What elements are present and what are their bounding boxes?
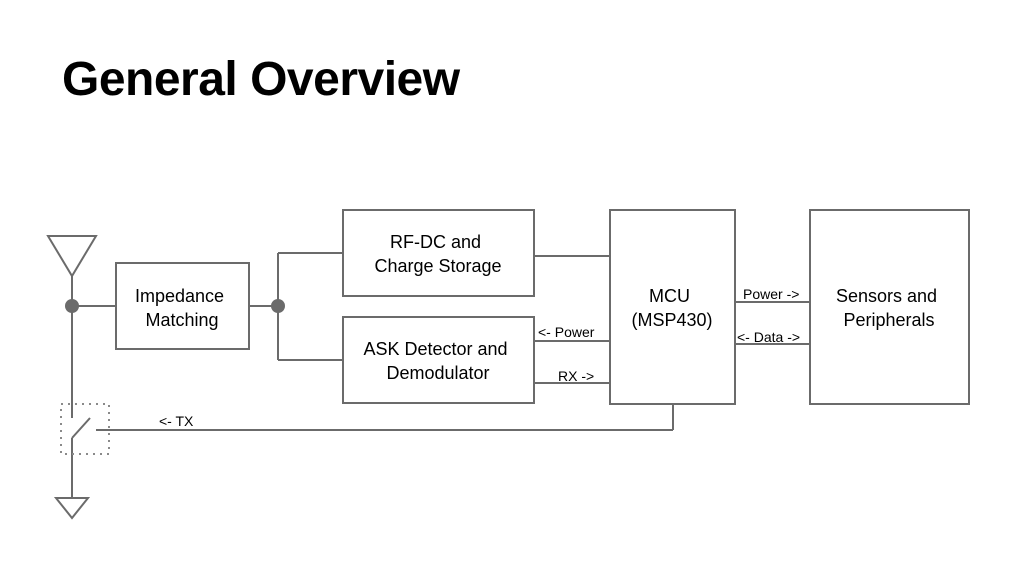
mcu-block [609,209,736,405]
svg-text:Sensors and Peripherals: Sensors and Peripherals [836,286,942,330]
ask-label-line2: Demodulator [386,363,489,383]
sensors-label-line1: Sensors and [836,286,937,306]
antenna-junction [65,299,79,313]
ground-icon [53,497,91,520]
svg-text:RF-DC and Charge Storage: RF-DC and Charge Storage [374,232,501,276]
sensors-block [809,209,970,405]
power-to-ask-label: <- Power [538,324,595,340]
switch-icon [60,403,673,455]
svg-text:MCU (MSP430): MCU (MSP430) [631,286,712,330]
rfdc-block [342,209,535,297]
mcu-label-line2: (MSP430) [631,310,712,330]
ask-detector-block [342,316,535,404]
data-label: <- Data -> [737,329,800,345]
rx-label: RX -> [558,368,594,384]
sensors-label-line2: Peripherals [843,310,934,330]
split-junction [271,299,285,313]
impedance-label-line1: Impedance [135,286,224,306]
svg-text:Impedance Matching: Impedance Matching [135,286,229,330]
rfdc-label-line1: RF-DC and [390,232,481,252]
slide-title: General Overview [62,53,460,106]
antenna-icon [46,235,98,278]
impedance-matching-block [115,262,250,350]
power-to-sensors-label: Power -> [743,286,799,302]
mcu-label-line1: MCU [649,286,690,306]
svg-text:ASK Detector and Demodulat: ASK Detector and Demodulator [363,339,512,383]
rfdc-label-line2: Charge Storage [374,256,501,276]
tx-label: <- TX [159,413,194,429]
impedance-label-line2: Matching [145,310,218,330]
ask-label-line1: ASK Detector and [363,339,507,359]
